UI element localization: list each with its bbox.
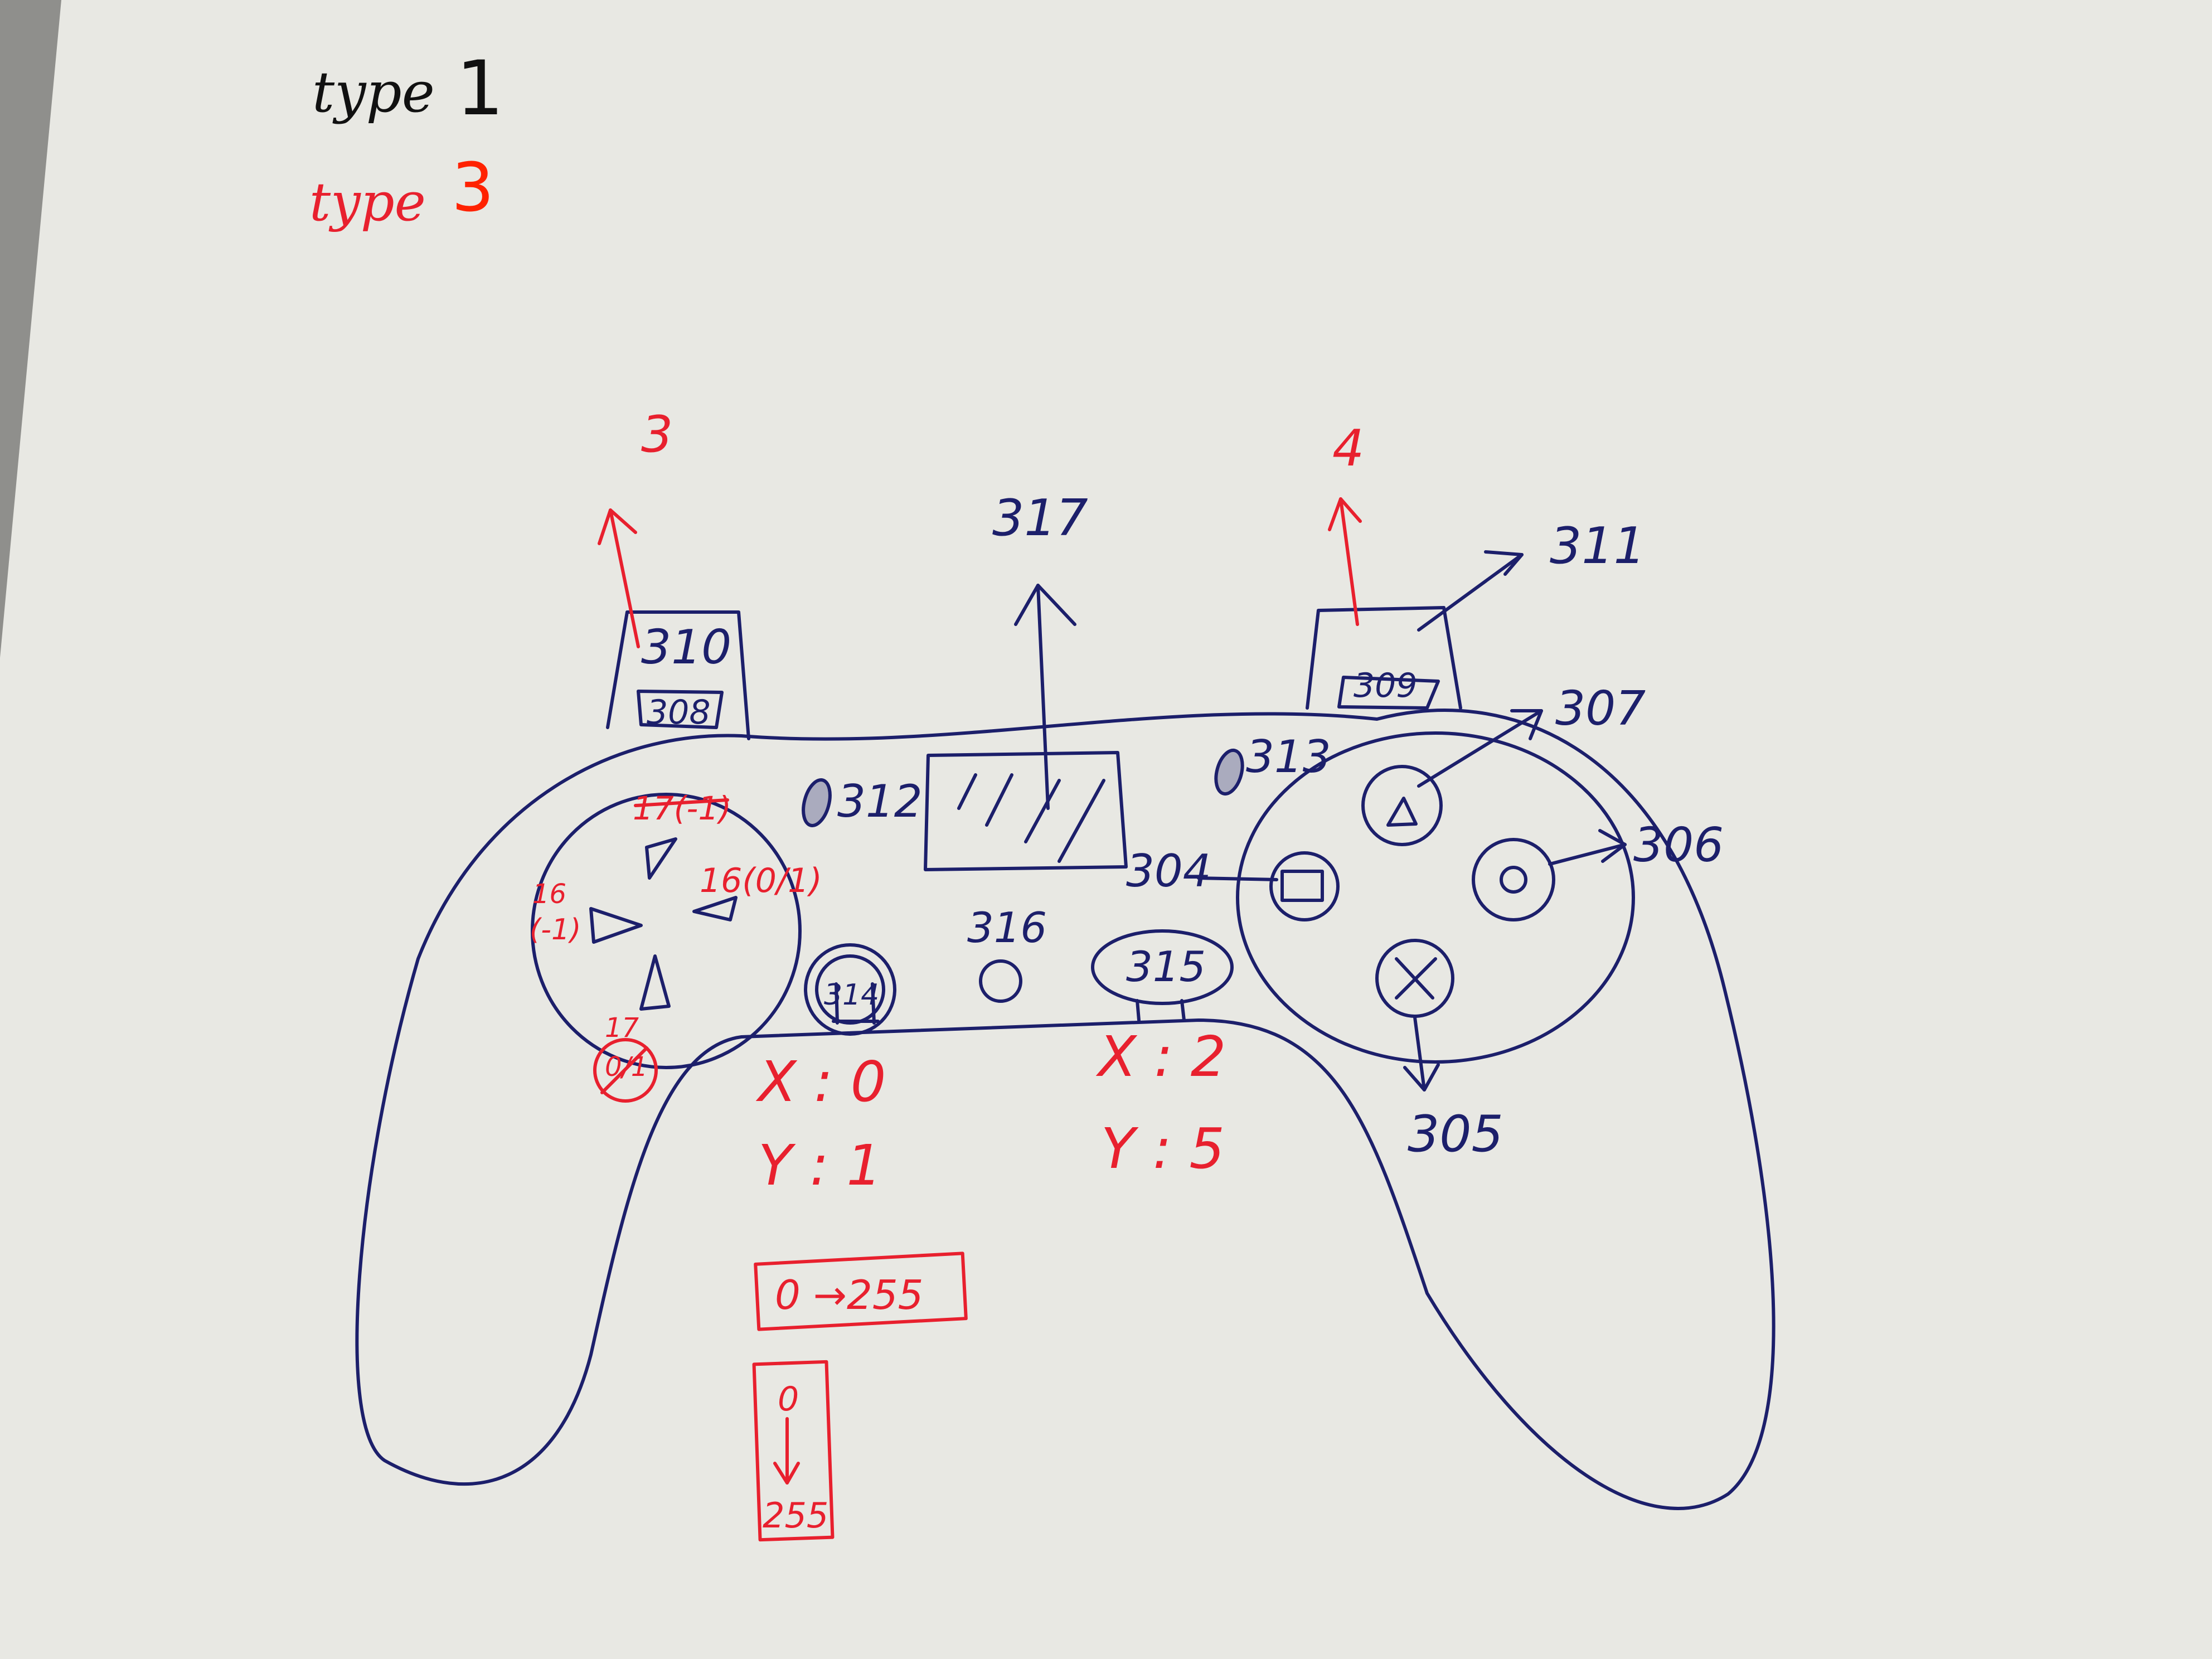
arrow-307-head: [1510, 709, 1543, 740]
vertical-range-box: [752, 1360, 835, 1542]
left-stick-ticks: [832, 982, 880, 1025]
label-dpad-left-a: 16: [532, 879, 566, 910]
label-311: 311: [1550, 517, 1646, 575]
right-trigger-outline: [1306, 606, 1462, 710]
legend-type3-number: 3: [452, 149, 494, 227]
right-stick-ticks: [1136, 999, 1186, 1022]
arrow-4-shaft: [1339, 497, 1359, 626]
ps-button: [979, 959, 1022, 1003]
arrow-305-shaft: [1413, 1016, 1426, 1092]
arrow-3-shaft: [609, 508, 640, 648]
arrow-305-head: [1403, 1063, 1440, 1092]
legend-type1-number: 1: [456, 45, 504, 132]
arrow-311-shaft: [1417, 553, 1524, 632]
dpad-down-circle: [593, 1038, 658, 1103]
label-312: 312: [837, 775, 923, 827]
label-313: 313: [1246, 731, 1331, 783]
arrow-307-shaft: [1417, 709, 1543, 788]
label-305: 305: [1408, 1105, 1503, 1163]
touchpad-outline: [924, 751, 1128, 871]
dpad-down-slash: [600, 1046, 648, 1094]
triangle-symbol: [1386, 797, 1418, 827]
arrow-317-shaft: [1036, 584, 1050, 810]
dpad-down: [639, 954, 671, 1011]
legend-type3-word: type: [309, 172, 426, 233]
legend-type1-word: type: [312, 60, 435, 125]
dpad-left: [589, 907, 643, 944]
label-vertical-range-bottom: 255: [763, 1495, 828, 1536]
arrow-306-head: [1598, 829, 1627, 863]
dpad-up: [645, 837, 677, 880]
controller-body-outline: [355, 709, 1776, 1510]
arrow-317-head: [1014, 584, 1076, 626]
label-306: 306: [1633, 818, 1724, 873]
left-stick: [804, 943, 896, 1036]
vertical-range-arrow-head: [773, 1462, 800, 1485]
circle-button: [1472, 838, 1555, 921]
dpad-circle: [531, 793, 802, 1069]
label-dpad-down-a: 17: [605, 1012, 639, 1044]
label-axis-3: 3: [641, 405, 673, 464]
label-vertical-range-top: 0: [778, 1380, 799, 1419]
label-horizontal-range: 0 →255: [775, 1272, 923, 1318]
label-308: 308: [647, 693, 711, 732]
arrow-311-head: [1484, 550, 1524, 576]
touchpad-hatching: [957, 773, 1105, 863]
dpad-right: [692, 896, 738, 921]
label-310: 310: [641, 620, 731, 675]
arrow-306-shaft: [1548, 843, 1627, 866]
arrow-304-line: [1197, 876, 1278, 881]
square-symbol: [1280, 870, 1324, 902]
label-dpad-down-b: 0/1: [605, 1051, 648, 1083]
dpad-up-strike: [634, 798, 729, 807]
face-buttons-circle: [1236, 731, 1635, 1064]
cross-symbol: [1395, 957, 1437, 1000]
label-307: 307: [1555, 681, 1646, 736]
share-button: [802, 778, 832, 827]
label-314: 314: [824, 978, 879, 1012]
label-304: 304: [1126, 845, 1211, 897]
label-dpad-left-b: (-1): [530, 913, 581, 947]
triangle-button: [1361, 765, 1443, 846]
label-dpad-right: 16(0/1): [700, 861, 822, 900]
label-dpad-up: 17(-1): [633, 789, 731, 827]
label-right-stick-x: X : 2: [1095, 1024, 1226, 1089]
label-316: 316: [967, 903, 1047, 952]
horizontal-range-box: [754, 1251, 968, 1331]
options-button: [1214, 748, 1244, 796]
label-309: 309: [1354, 666, 1418, 705]
circle-symbol: [1500, 866, 1527, 894]
label-left-stick-x: X : 0: [755, 1049, 886, 1114]
right-stick: [1091, 929, 1234, 1005]
label-315: 315: [1126, 942, 1206, 991]
arrow-3-head: [598, 508, 637, 545]
right-bumper-box: [1337, 676, 1440, 710]
label-axis-4: 4: [1332, 419, 1364, 478]
left-trigger-outline: [606, 610, 750, 740]
label-right-stick-y: Y : 5: [1101, 1116, 1225, 1181]
arrow-4-head: [1328, 497, 1362, 531]
label-left-stick-y: Y : 1: [758, 1133, 882, 1198]
label-317: 317: [992, 489, 1088, 547]
left-bumper-box: [637, 690, 724, 729]
square-button: [1269, 851, 1340, 921]
